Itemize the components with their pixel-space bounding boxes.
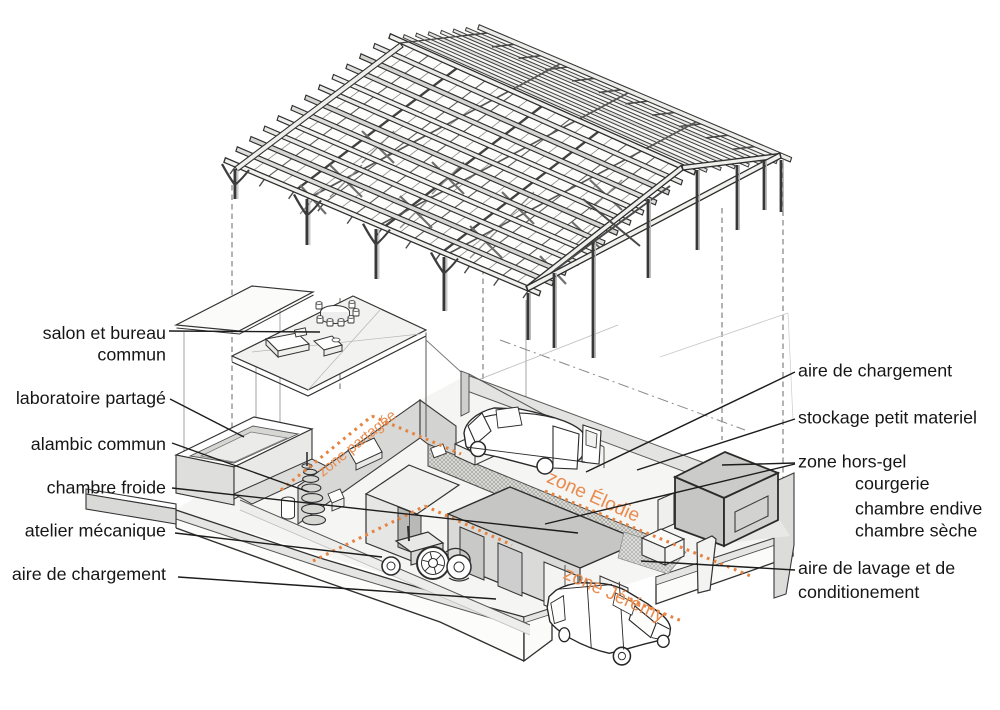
svg-text:chambre froide: chambre froide — [47, 478, 166, 498]
svg-text:stockage petit materiel: stockage petit materiel — [798, 408, 977, 428]
svg-text:aire de lavage et de: aire de lavage et de — [798, 558, 955, 578]
svg-text:aire de chargement: aire de chargement — [12, 564, 166, 584]
svg-text:commun: commun — [97, 345, 166, 365]
svg-text:chambre endive: chambre endive — [855, 499, 982, 519]
svg-text:courgerie: courgerie — [855, 474, 930, 494]
svg-text:laboratoire partagé: laboratoire partagé — [16, 388, 166, 408]
svg-text:alambic commun: alambic commun — [31, 434, 166, 454]
svg-text:conditionement: conditionement — [798, 582, 919, 602]
svg-text:zone hors-gel: zone hors-gel — [798, 452, 906, 472]
svg-text:chambre sèche: chambre sèche — [855, 521, 977, 541]
svg-text:salon et bureau: salon et bureau — [43, 323, 166, 343]
svg-text:aire de chargement: aire de chargement — [798, 361, 952, 381]
svg-text:atelier mécanique: atelier mécanique — [25, 521, 166, 541]
